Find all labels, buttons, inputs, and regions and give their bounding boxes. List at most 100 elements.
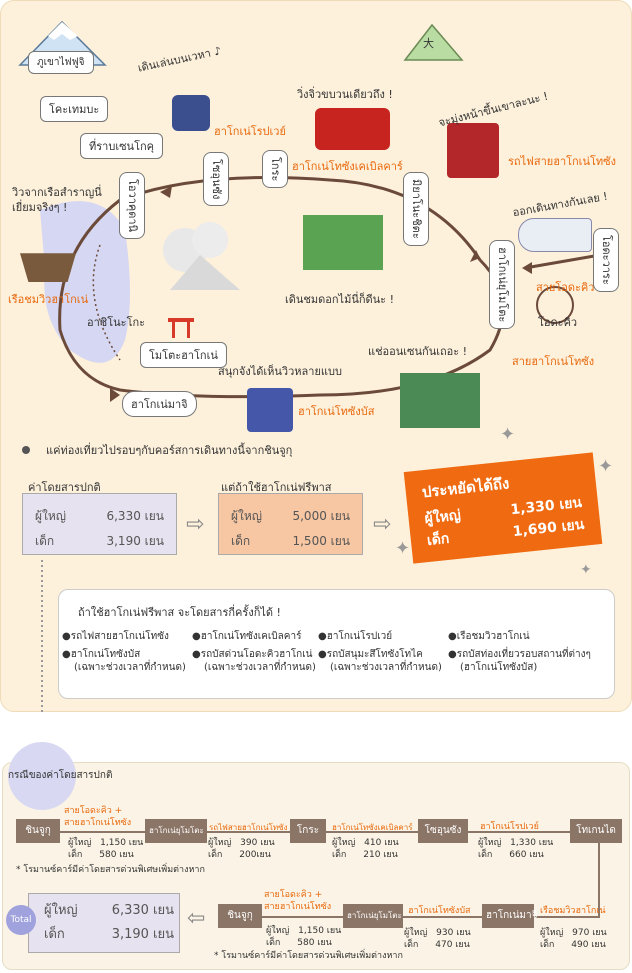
seg-line: สายฮาโกเน่โทซัง [64, 818, 132, 828]
unlimited-item: ●รถบัสด่วนโอดะคิวฮาโกเน่ [192, 649, 313, 660]
unlimited-title: ถ้าใช้ฮาโกเน่ฟรีพาส จะโดยสารกี่ครั้งก็ได… [78, 606, 281, 619]
seg-fare: เด็ก 660 เยน [478, 850, 544, 860]
caption-onsen: แช่ออนเซนกันเถอะ ! [368, 345, 468, 358]
vehicle-ropeway: ฮาโกเน่โรปเวย์ [214, 125, 286, 138]
unlimited-subnote: (ฮาโกเน่โทซังบัส) [460, 662, 538, 673]
arrow-right-icon-2: ⇨ [373, 512, 392, 537]
label-motohakone: โมโตะฮาโกเน่ [140, 342, 227, 368]
pass-child-value: 1,500 เยน [292, 534, 350, 548]
station-shinjuku: ชินจูกุ [16, 819, 60, 843]
caption-scenery: สนุกจังได้เห็นวิวหลายแบบ [218, 365, 342, 378]
save-child-label: เด็ก [426, 530, 451, 550]
railway-icon [447, 123, 499, 178]
pass-child-label: เด็ก [231, 534, 251, 548]
map-graphic [18, 20, 601, 712]
save-adult-label: ผู้ใหญ่ [423, 507, 462, 528]
seg-fare: ผู้ใหญ่ 970 เยน [540, 928, 607, 938]
arrow-right-icon: ⇨ [186, 512, 205, 537]
unlimited-subnote: (เฉพาะช่วงเวลาที่กำหนด) [330, 662, 442, 673]
seg-line: สายโอดะคิว + [264, 890, 323, 900]
seg-fare: ผู้ใหญ่ 1,150 เยน [68, 838, 144, 848]
seg-line: เรือชมวิวฮาโกเน่ [540, 906, 606, 916]
label-miyanoshita: มิยาโนะชิตะ [403, 172, 429, 246]
vehicle-railway: รถไฟสายฮาโกเน่โทซัง [508, 155, 616, 168]
label-ashinoko: อาชิโนะโกะ [87, 316, 146, 329]
station-sounzan: โซอุนซัง [418, 819, 468, 843]
seg-line: สายฮาโกเน่โทซัง [264, 902, 332, 912]
vehicle-tozan-line: สายฮาโกเน่โทซัง [512, 355, 595, 368]
flower-photo [303, 215, 383, 270]
bus-icon [247, 388, 293, 432]
seg-line: ฮาโกเน่โทซังบัส [408, 906, 471, 916]
promo-intro: แค่ท่องเที่ยวไปรอบๆกับคอร์สการเดินทางนี้… [46, 444, 293, 457]
unlimited-subnote: (เฉพาะช่วงเวลาที่กำหนด) [74, 662, 186, 673]
station-gora: โกระ [290, 819, 326, 843]
seg-fare: เด็ก 580 เยน [266, 938, 332, 948]
seg-line: ฮาโกเน่โรปเวย์ [480, 822, 539, 832]
unlimited-item: ●ฮาโกเน่โรปเวย์ [318, 631, 393, 642]
route-loop [58, 176, 505, 399]
vehicle-odakyu: สายโอดะคิว [536, 281, 595, 294]
arrow-left-icon: ⇦ [187, 906, 206, 931]
odakyu-branch [524, 253, 601, 270]
label-odawara: โอดะวาระ [593, 228, 619, 292]
label-fuji: ภูเขาไฟฟูจิ [28, 51, 94, 74]
ship-icon [20, 253, 76, 282]
seg-line: ฮาโกเน่โทซังเคเบิลคาร์ [332, 823, 413, 832]
seg-fare: ผู้ใหญ่ 1,150 เยน [266, 926, 342, 936]
unlimited-item: ●ฮาโกเน่โทซังบัส [62, 649, 141, 660]
caption-flowers: เดินชมดอกไม้นี่ก็ดีนะ ! [285, 293, 394, 306]
normal-adult-label: ผู้ใหญ่ [35, 509, 67, 523]
sparkle-icon: ✦ [598, 456, 614, 477]
vehicle-ship: เรือชมวิวฮาโกเน่ [8, 293, 89, 306]
label-odakyu-loop: โอดะคิว [538, 316, 578, 329]
unlimited-item: ●รถไฟสายฮาโกเน่โทซัง [62, 631, 169, 642]
caption-cruise: วิวจากเรือสำราญนี่ เยี่ยมจริงๆ ! [12, 186, 102, 214]
total-adult-value: 6,330 เยน [111, 903, 174, 918]
station-yumoto-2: ฮาโกเน่ยุโมโตะ [343, 904, 403, 928]
seg-fare: เด็ก 200เยน [208, 850, 271, 860]
total-box [28, 893, 180, 953]
pass-adult-value: 5,000 เยน [292, 509, 350, 523]
total-child-value: 3,190 เยน [111, 927, 174, 942]
normal-fare-title: ค่าโดยสารปกติ [28, 481, 101, 494]
unlimited-item: ●รถบัสท่องเที่ยวรอบสถานที่ต่างๆ [448, 649, 591, 660]
vehicle-bus: ฮาโกเน่โทซังบัส [298, 405, 375, 418]
unlimited-item: ●เรือชมวิวฮาโกเน่ [448, 631, 530, 642]
seg-fare: เด็ก 490 เยน [540, 940, 606, 950]
label-gora: โกระ [262, 150, 288, 189]
total-badge: Total [6, 905, 36, 935]
seg-fare: เด็ก 210 เยน [332, 850, 398, 860]
daimonji-mountain [403, 23, 464, 61]
unlimited-box [58, 589, 615, 699]
romancecar-icon [518, 218, 592, 252]
freepass-fare-box: ผู้ใหญ่ 5,000 เยน เด็ก 1,500 เยน [218, 493, 363, 555]
normal-child-value: 3,190 เยน [106, 534, 164, 548]
seg-fare: ผู้ใหญ่ 410 เยน [332, 838, 399, 848]
station-shinjuku-2: ชินจูกุ [218, 904, 262, 928]
sparkle-icon: ✦ [500, 424, 516, 445]
sparkle-icon: ✦ [580, 562, 592, 578]
onsen-photo [400, 373, 480, 428]
vehicle-cablecar: ฮาโกเน่โทซังเคเบิลคาร์ [292, 160, 403, 173]
total-adult-label: ผู้ใหญ่ [44, 903, 78, 918]
bullet-dot [22, 446, 30, 454]
seg-fare: ผู้ใหญ่ 930 เยน [404, 928, 471, 938]
route-title: กรณีของค่าโดยสารปกติ [8, 770, 113, 781]
normal-child-label: เด็ก [35, 534, 55, 548]
station-yumoto: ฮาโกเน่ยุโมโตะ [145, 819, 207, 843]
unlimited-subnote: (เฉพาะช่วงเวลาที่กำหนด) [204, 662, 316, 673]
connector-vertical [598, 843, 600, 916]
unlimited-item: ●ฮาโกเน่โทซังเคเบิลคาร์ [192, 631, 302, 642]
pass-adult-label: ผู้ใหญ่ [231, 509, 263, 523]
seg-fare: ผู้ใหญ่ 1,330 เยน [478, 838, 554, 848]
normal-adult-value: 6,330 เยน [106, 509, 164, 523]
label-kotemba: โคะเทมบะ [40, 96, 109, 122]
seg-fare: ผู้ใหญ่ 390 เยน [208, 838, 275, 848]
label-sounzan: โซอุนซัง [203, 152, 229, 207]
label-hakone-machi: ฮาโกเน่มาจิ [122, 391, 197, 417]
ropeway-icon [172, 95, 210, 131]
route-title-circle [8, 742, 76, 810]
station-hakone-machi: ฮาโกเน่มาจิ [482, 904, 537, 928]
seg-line: รถไฟสายฮาโกเน่โทซัง [209, 823, 288, 832]
